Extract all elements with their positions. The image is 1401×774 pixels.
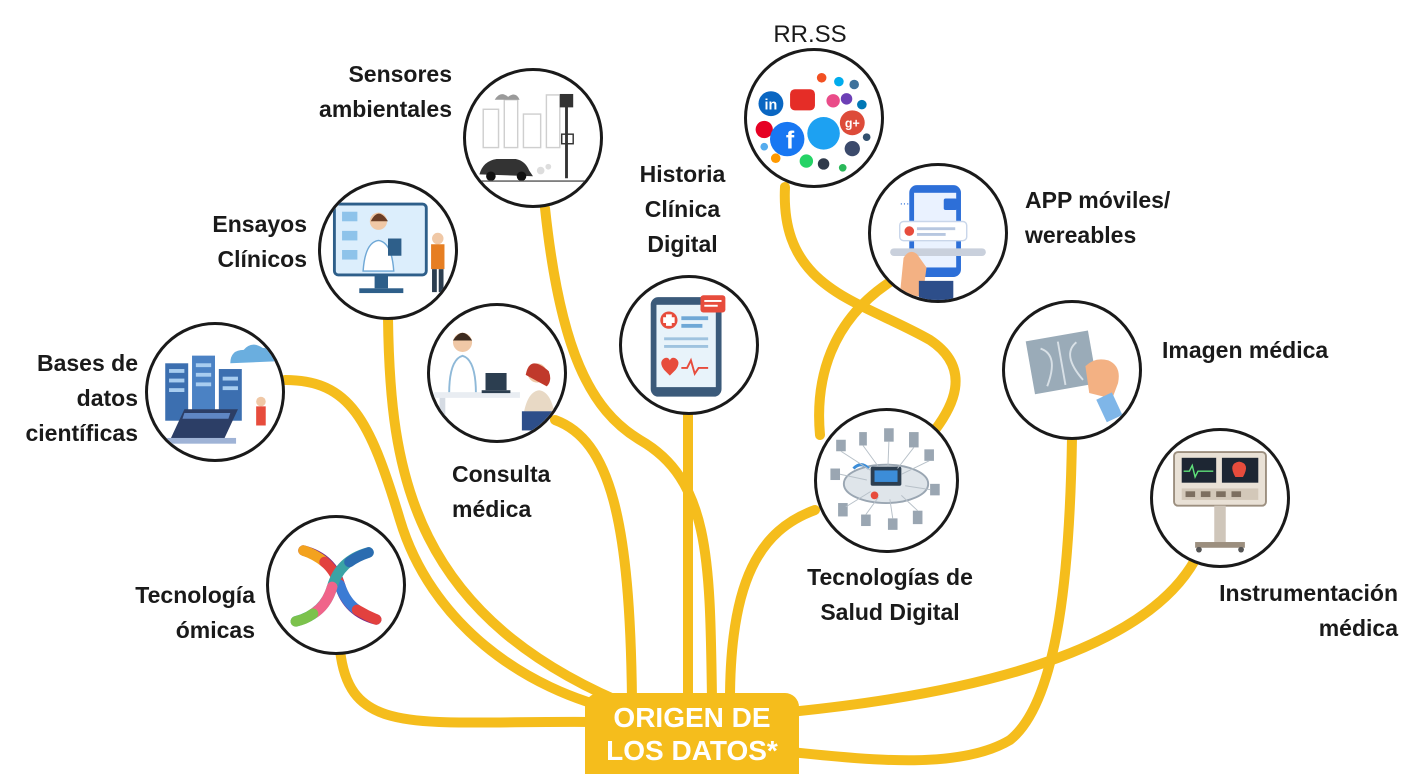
node-instrumentacion-medica[interactable] bbox=[1150, 428, 1290, 568]
node-app-moviles-wereables[interactable]: ... bbox=[868, 163, 1008, 303]
label-ensayos-clinicos: Ensayos Clínicos bbox=[212, 211, 307, 272]
dna-helix-icon bbox=[290, 545, 382, 627]
social-media-icons: in f g+ bbox=[755, 73, 871, 172]
smartphone-app-icon: ... bbox=[890, 185, 986, 300]
server-cloud-laptop-icon bbox=[161, 344, 275, 444]
connector-omicas bbox=[335, 645, 605, 728]
medical-monitor-icon bbox=[1173, 451, 1267, 553]
doctor-patient-icon bbox=[433, 332, 561, 431]
connector-sensores bbox=[540, 203, 717, 705]
label-instrumentacion-medica: Instrumentación médica bbox=[1219, 580, 1398, 641]
data-origin-box[interactable]: ORIGEN DE LOS DATOS* bbox=[585, 693, 799, 774]
svg-text:g+: g+ bbox=[845, 117, 860, 131]
label-app-moviles-wereables: APP móviles/ wereables bbox=[1025, 187, 1171, 248]
telemedicine-doctor-icon bbox=[332, 202, 445, 294]
label-consulta-medica: Consulta médica bbox=[452, 461, 551, 522]
label-bases-de-datos-cientificas: Bases de datos científicas bbox=[25, 350, 139, 446]
label-tecnologia-omicas: Tecnología ómicas bbox=[135, 582, 255, 643]
svg-text:in: in bbox=[765, 97, 778, 113]
node-tecnologia-omicas[interactable] bbox=[266, 515, 406, 655]
node-consulta-medica[interactable] bbox=[427, 303, 567, 443]
label-sensores-ambientales: Sensores ambientales bbox=[319, 61, 452, 122]
label-imagen-medica: Imagen médica bbox=[1162, 337, 1329, 363]
connector-salud bbox=[725, 505, 820, 705]
connector-ensayos bbox=[383, 313, 645, 715]
tablet-medical-record-icon bbox=[650, 295, 726, 397]
data-origin-label: ORIGEN DE LOS DATOS* bbox=[606, 702, 778, 766]
label-rrss: RR.SS bbox=[773, 21, 847, 48]
label-tecnologias-de-salud-digital: Tecnologías de Salud Digital bbox=[807, 564, 973, 625]
svg-text:f: f bbox=[786, 127, 795, 155]
connector-bases bbox=[280, 375, 630, 717]
node-bases-de-datos-cientificas[interactable] bbox=[145, 322, 285, 462]
connector-rrss bbox=[779, 182, 961, 435]
connector-app bbox=[814, 275, 898, 440]
xray-hand-icon bbox=[1025, 330, 1123, 423]
label-historia-clinica-digital: Historia Clínica Digital bbox=[639, 161, 726, 257]
connector-instrumentacion bbox=[785, 555, 1200, 717]
connector-imagen bbox=[785, 433, 1077, 766]
svg-text:...: ... bbox=[900, 195, 910, 207]
node-historia-clinica-digital[interactable] bbox=[619, 275, 759, 415]
node-imagen-medica[interactable] bbox=[1002, 300, 1142, 440]
node-tecnologias-de-salud-digital[interactable] bbox=[814, 408, 959, 553]
node-ensayos-clinicos[interactable] bbox=[318, 180, 458, 320]
city-street-car-icon bbox=[466, 93, 600, 182]
connected-devices-icon bbox=[830, 428, 940, 530]
connector-consulta bbox=[550, 415, 637, 705]
node-sensores-ambientales[interactable] bbox=[463, 68, 603, 208]
node-rrss[interactable]: in f g+ bbox=[744, 48, 884, 188]
